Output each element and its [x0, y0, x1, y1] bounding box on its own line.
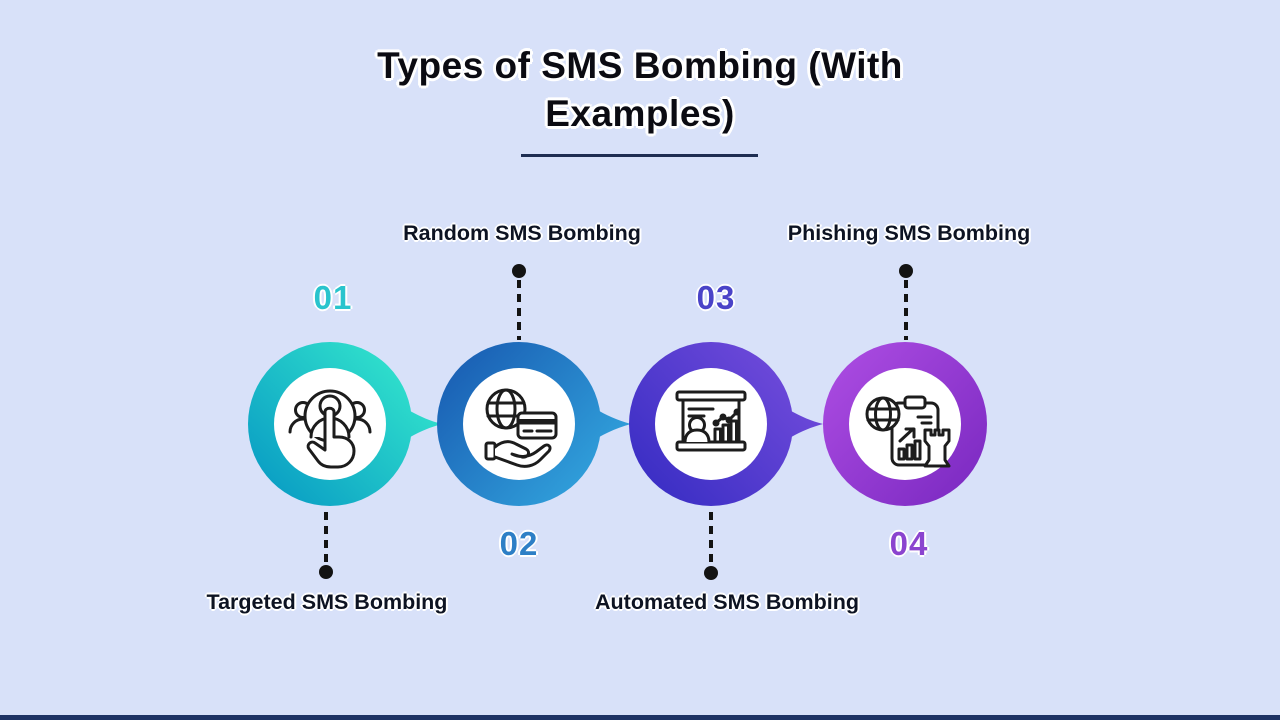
- global-payment-icon: [484, 388, 558, 468]
- step-number-3: 03: [696, 279, 736, 316]
- step-label-targeted: Targeted SMS Bombing: [206, 590, 448, 614]
- connector-dot-2: [512, 264, 526, 278]
- presentation-analytics-icon: [675, 390, 747, 452]
- connector-dashed-line-4: [904, 280, 908, 340]
- step-node-1: [248, 342, 442, 506]
- step-number-1: 01: [313, 279, 353, 316]
- step-label-random: Random SMS Bombing: [403, 221, 641, 245]
- connector-dashed-line-1: [324, 512, 328, 562]
- page-title-line-2: Examples): [545, 93, 735, 134]
- step-node-4: [823, 342, 987, 506]
- step-node-2: [437, 342, 631, 506]
- connector-dot-3: [704, 566, 718, 580]
- step-label-phishing: Phishing SMS Bombing: [787, 221, 1031, 245]
- connector-dot-4: [899, 264, 913, 278]
- title-underline: [521, 154, 758, 157]
- page-title: Types of SMS Bombing (With Examples): [0, 42, 1280, 138]
- audience-targeting-icon: [288, 389, 372, 469]
- step-label-automated: Automated SMS Bombing: [595, 590, 859, 614]
- connector-dashed-line-3: [709, 512, 713, 564]
- step-number-4: 04: [889, 525, 929, 562]
- step-node-3: [629, 342, 823, 506]
- strategy-planning-icon: [865, 395, 951, 468]
- footer-accent-bar: [0, 715, 1280, 720]
- step-number-2: 02: [499, 525, 539, 562]
- connector-dashed-line-2: [517, 280, 521, 340]
- page-title-line-1: Types of SMS Bombing (With: [377, 45, 903, 86]
- connector-dot-1: [319, 565, 333, 579]
